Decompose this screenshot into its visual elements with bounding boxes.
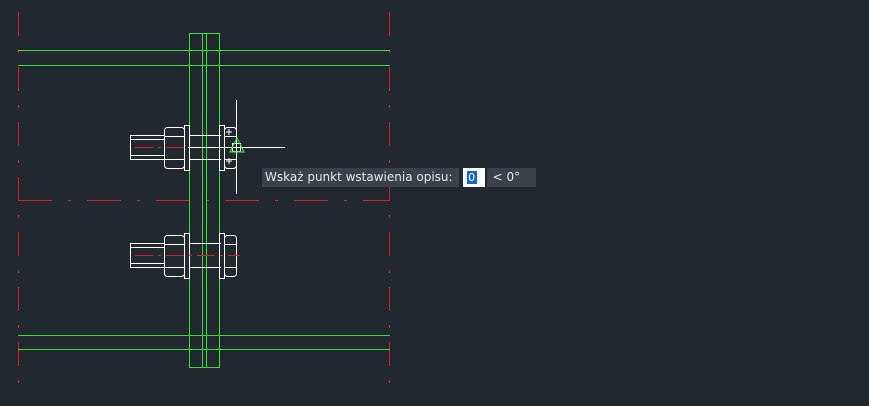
horizontal-plates <box>18 50 390 350</box>
axis-lines <box>18 12 390 390</box>
dynamic-input-value[interactable]: 0 <box>466 171 477 184</box>
dynamic-input-tooltip: Wskaż punkt wstawienia opisu: 0 < 0° <box>262 168 537 187</box>
dynamic-input-prompt: Wskaż punkt wstawienia opisu: <box>262 168 459 187</box>
dynamic-input-value-field[interactable]: 0 <box>462 168 485 187</box>
snap-triangle-shape <box>229 136 245 153</box>
column-outline <box>189 33 220 368</box>
dynamic-input-angle[interactable]: < 0° <box>486 168 537 187</box>
bolt-lower-washer-left <box>184 233 190 279</box>
snap-triangle-icon <box>229 136 245 153</box>
vertical-column <box>189 33 220 368</box>
